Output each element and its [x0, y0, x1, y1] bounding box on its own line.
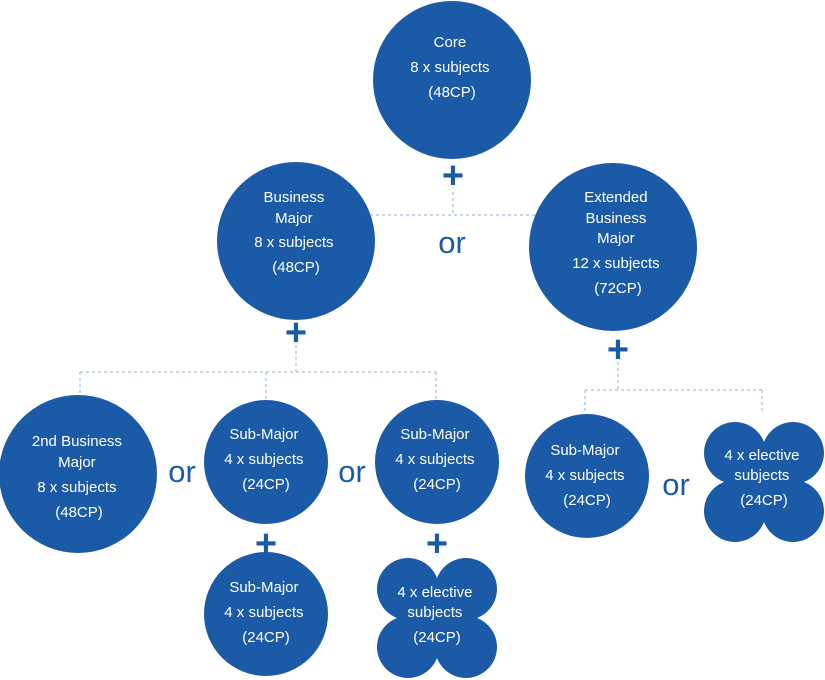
extended-major-line-4: 12 x subjects [572, 255, 660, 272]
electives-a-label: 4 x elective subjects (24CP) [397, 584, 476, 646]
extended-business-major-node [529, 163, 697, 331]
core-line-2: 8 x subjects [410, 59, 489, 76]
sub-major-d-line-2: 4 x subjects [545, 467, 624, 484]
sub-major-c-line-1: Sub-Major [229, 579, 298, 596]
sub-major-a-node [204, 400, 328, 524]
electives-a-line-2: subjects [407, 604, 462, 621]
extended-major-line-1: Extended [584, 189, 647, 206]
or-label: or [338, 454, 366, 489]
business-major-line-3: 8 x subjects [254, 234, 333, 251]
plus-signs: + + + + + [255, 155, 629, 565]
electives-a-line-3: (24CP) [413, 629, 461, 646]
second-major-line-3: 8 x subjects [37, 479, 116, 496]
sub-major-a-line-2: 4 x subjects [224, 451, 303, 468]
or-label: or [168, 454, 196, 489]
extended-major-line-3: Major [597, 230, 635, 247]
extended-major-line-2: Business [585, 210, 646, 227]
sub-major-d-label: Sub-Major 4 x subjects (24CP) [545, 442, 628, 509]
sub-major-a-line-3: (24CP) [242, 476, 290, 493]
sub-major-b-label: Sub-Major 4 x subjects (24CP) [395, 426, 478, 493]
sub-major-d-node [525, 414, 649, 538]
second-business-major-node [0, 395, 157, 553]
sub-major-c-line-2: 4 x subjects [224, 604, 303, 621]
extended-business-major-label: Extended Business Major 12 x subjects (7… [572, 189, 664, 297]
sub-major-b-line-3: (24CP) [413, 476, 461, 493]
second-business-major-label: 2nd Business Major 8 x subjects (48CP) [32, 433, 126, 521]
business-major-label: Business Major 8 x subjects (48CP) [254, 189, 337, 276]
second-major-line-1: 2nd Business [32, 433, 122, 450]
plus-icon: + [285, 312, 307, 354]
or-labels: or or or or [168, 225, 690, 502]
core-line-1: Core [434, 34, 467, 51]
electives-b-line-2: subjects [734, 467, 789, 484]
plus-icon: + [607, 329, 629, 371]
core-node [373, 1, 531, 159]
electives-b-line-1: 4 x elective [724, 447, 799, 464]
business-major-line-4: (48CP) [272, 259, 320, 276]
business-major-line-1: Business [263, 189, 324, 206]
plus-icon: + [442, 155, 464, 197]
or-label: or [438, 225, 466, 260]
electives-a-line-1: 4 x elective [397, 584, 472, 601]
second-major-line-4: (48CP) [55, 504, 103, 521]
sub-major-a-line-1: Sub-Major [229, 426, 298, 443]
node-labels: Core 8 x subjects (48CP) Business Major … [32, 34, 803, 646]
sub-major-b-node [375, 400, 499, 524]
plus-icon: + [426, 523, 448, 565]
sub-major-c-label: Sub-Major 4 x subjects (24CP) [224, 579, 307, 646]
sub-major-a-label: Sub-Major 4 x subjects (24CP) [224, 426, 307, 493]
electives-a-node [377, 558, 497, 678]
business-major-node [217, 162, 375, 320]
second-major-line-2: Major [58, 454, 96, 471]
sub-major-c-line-3: (24CP) [242, 629, 290, 646]
electives-b-node [704, 422, 824, 542]
extended-major-line-5: (72CP) [594, 280, 642, 297]
connector-lines [79, 192, 763, 412]
electives-b-line-3: (24CP) [740, 492, 788, 509]
plus-icon: + [255, 523, 277, 565]
sub-major-d-line-1: Sub-Major [550, 442, 619, 459]
core-line-3: (48CP) [428, 84, 476, 101]
sub-major-b-line-1: Sub-Major [400, 426, 469, 443]
sub-major-c-node [204, 552, 328, 676]
sub-major-b-line-2: 4 x subjects [395, 451, 474, 468]
core-label: Core 8 x subjects (48CP) [410, 34, 493, 101]
electives-b-label: 4 x elective subjects (24CP) [724, 447, 803, 509]
sub-major-d-line-3: (24CP) [563, 492, 611, 509]
or-label: or [662, 467, 690, 502]
business-major-line-2: Major [275, 210, 313, 227]
